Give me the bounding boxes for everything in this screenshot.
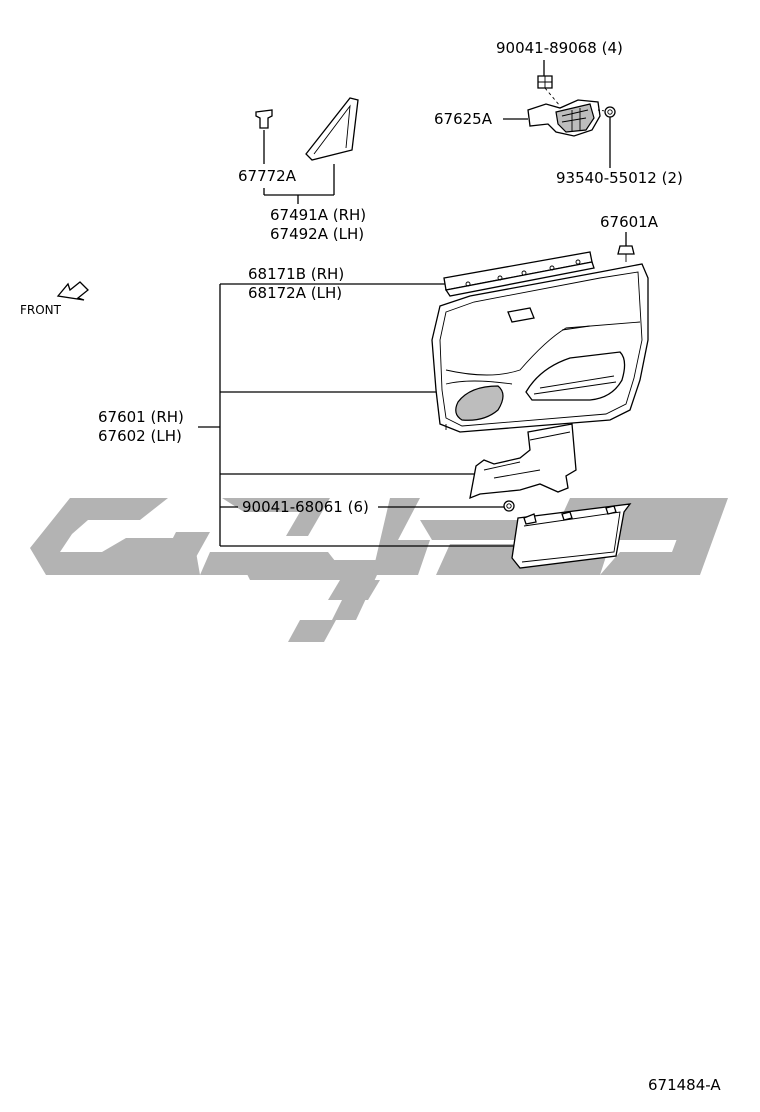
door-trim-panel-67601 bbox=[431, 263, 649, 433]
label-67772a: 67772A bbox=[238, 167, 297, 185]
label-67602: 67602 (LH) bbox=[98, 427, 182, 445]
label-67601a: 67601A bbox=[600, 213, 659, 231]
weatherstrip-68171b bbox=[443, 251, 595, 297]
label-67492a: 67492A (LH) bbox=[270, 225, 364, 243]
front-indicator: FRONT bbox=[20, 281, 89, 317]
diagram-id: 671484-A bbox=[648, 1076, 721, 1094]
lower-trim-piece bbox=[469, 423, 577, 500]
speaker-grille-icon bbox=[455, 385, 504, 421]
clip-67772a bbox=[255, 109, 273, 129]
label-68171b: 68171B (RH) bbox=[248, 265, 344, 283]
label-90041-89068: 90041-89068 (4) bbox=[496, 39, 623, 57]
label-90041-68061: 90041-68061 (6) bbox=[242, 498, 369, 516]
clip-67601a bbox=[617, 245, 635, 255]
label-68172a: 68172A (LH) bbox=[248, 284, 342, 302]
watermark-logo bbox=[30, 498, 728, 642]
label-67601: 67601 (RH) bbox=[98, 408, 184, 426]
screw-90041-68061 bbox=[503, 500, 515, 512]
door-pocket-group bbox=[503, 500, 632, 569]
label-67625a: 67625A bbox=[434, 110, 493, 128]
part-group-67491a: 67772A 67491A (RH) 67492A (LH) bbox=[238, 97, 366, 243]
part-group-67625a: 90041-89068 (4) 67625A 93540-55012 (2) bbox=[434, 39, 683, 187]
main-leaders bbox=[198, 283, 516, 547]
front-label: FRONT bbox=[20, 303, 62, 317]
front-arrow-icon bbox=[56, 281, 89, 301]
screw-93540-55012 bbox=[604, 106, 616, 118]
part-group-67601a: 67601A bbox=[600, 213, 659, 262]
triangle-cover-67491a bbox=[305, 97, 359, 161]
label-67491a: 67491A (RH) bbox=[270, 206, 366, 224]
label-93540-55012: 93540-55012 (2) bbox=[556, 169, 683, 187]
